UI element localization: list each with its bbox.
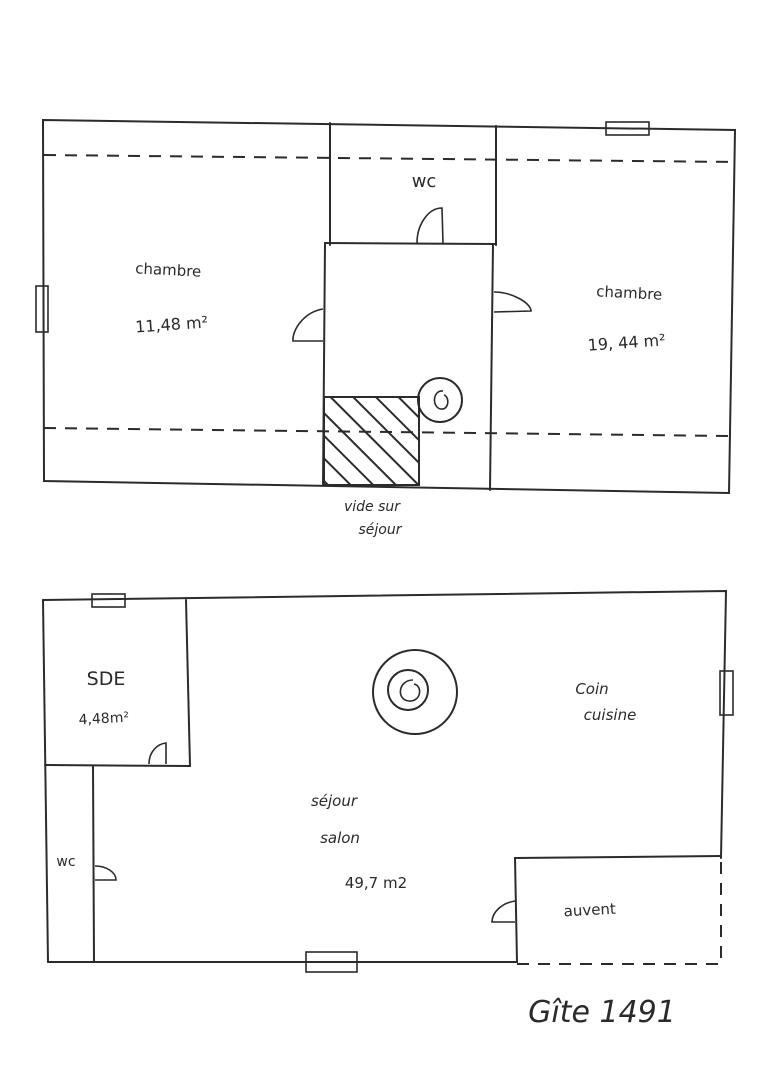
wc-bottom-wall: [324, 242, 497, 245]
door-swing-icon: [94, 865, 117, 881]
kitchen-line2: cuisine: [584, 706, 637, 724]
upper-outer-wall: [41, 118, 737, 495]
upper-bedroom-right-area: 19, 44 m²: [587, 330, 666, 354]
upper-bedroom-left-name: chambre: [135, 259, 202, 280]
bathroom-bottom-wall: [44, 764, 191, 767]
window-icon: [719, 670, 734, 716]
door-swing-icon: [493, 291, 532, 313]
awning-open-sides: [517, 858, 722, 965]
upper-roof-line-top: [43, 154, 736, 163]
landing-right-wall: [489, 243, 494, 491]
living-area: 49,7 m2: [345, 874, 407, 892]
upper-bedroom-left-area: 11,48 m²: [135, 312, 209, 336]
door-swing-icon: [148, 742, 167, 765]
ground-floor-plan: SDE 4,48m² wc séjour salon 49,7 m2 Coin …: [42, 589, 734, 973]
door-swing-icon: [416, 207, 444, 244]
upper-floor-plan: chambre 11,48 m² wc chambre 19, 44 m² vi…: [35, 118, 737, 538]
void-label-line1: vide sur: [344, 499, 401, 515]
spiral-staircase-icon: [372, 649, 458, 735]
living-line2: salon: [320, 829, 360, 847]
window-icon: [91, 593, 126, 608]
spiral-staircase-icon: [417, 377, 463, 423]
ground-left-wall: [42, 599, 49, 963]
awning-top-wall: [514, 855, 722, 859]
window-icon: [605, 121, 650, 136]
ground-outer-wall: [42, 589, 728, 859]
upper-bedroom-right-name: chambre: [596, 282, 663, 303]
window-icon: [305, 951, 358, 973]
kitchen-line1: Coin: [575, 680, 608, 698]
hatched-void-icon: [323, 396, 420, 486]
awning-name: auvent: [563, 900, 616, 921]
awning-left-wall: [514, 857, 518, 963]
wc-right-wall-ground: [92, 765, 95, 963]
door-swing-icon: [292, 308, 324, 342]
bathroom-area: 4,48m²: [78, 710, 129, 729]
void-label-line2: séjour: [359, 522, 403, 538]
living-line1: séjour: [311, 792, 358, 810]
upper-wc-name: wc: [412, 171, 437, 192]
window-icon: [35, 285, 49, 333]
bathroom-right-wall: [185, 599, 191, 767]
ground-wc-name: wc: [56, 854, 75, 870]
door-swing-icon: [491, 900, 516, 923]
gite-caption: Gîte 1491: [528, 995, 676, 1030]
bathroom-name: SDE: [87, 668, 126, 690]
